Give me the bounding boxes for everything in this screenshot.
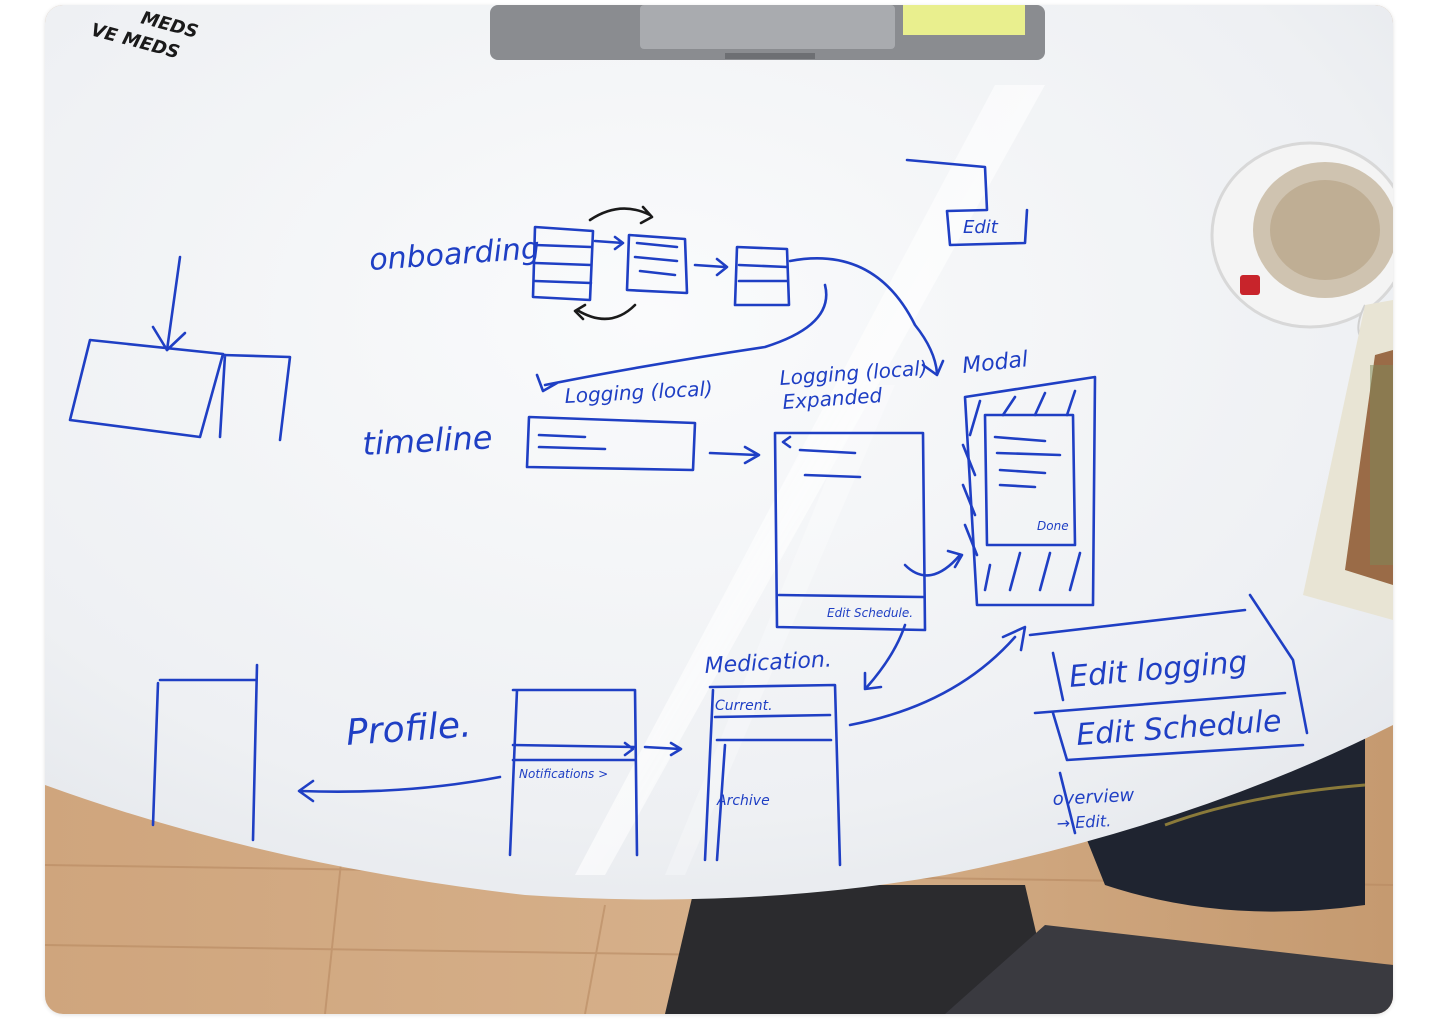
- onboarding-flow: [531, 205, 945, 377]
- label-current: Current.: [715, 698, 773, 714]
- label-profile: Profile.: [345, 704, 473, 754]
- label-archive: Archive: [716, 793, 770, 809]
- label-overview-1: overview: [1052, 785, 1135, 810]
- label-edit-schedule-small: Edit Schedule.: [827, 606, 913, 620]
- laptop: [490, 5, 1045, 60]
- photo-frame: MEDS VE MEDS: [45, 5, 1393, 1014]
- profile-sketch: [297, 688, 683, 857]
- whiteboard-photo: MEDS VE MEDS: [45, 5, 1393, 1014]
- book: [1303, 300, 1393, 620]
- medication-sketch: [703, 625, 1027, 867]
- label-notifications: Notifications >: [519, 767, 608, 781]
- edit-options-sketch: [1028, 593, 1309, 835]
- logging-local-sketch: [525, 415, 761, 472]
- label-overview-2: → Edit.: [1056, 811, 1111, 833]
- label-timeline: timeline: [361, 418, 493, 463]
- label-done: Done: [1037, 519, 1069, 533]
- sketch-drawings: [68, 158, 1309, 867]
- left-box-sketch: [68, 255, 292, 442]
- light-glare: [575, 85, 1045, 875]
- label-edit-small: Edit: [963, 217, 999, 238]
- modal-sketch: [961, 375, 1097, 607]
- profile-tall-rect: [151, 663, 259, 842]
- logging-expanded-sketch: [773, 431, 964, 691]
- person-feet: [665, 885, 1393, 1014]
- small-edit-sketch: [905, 158, 1029, 247]
